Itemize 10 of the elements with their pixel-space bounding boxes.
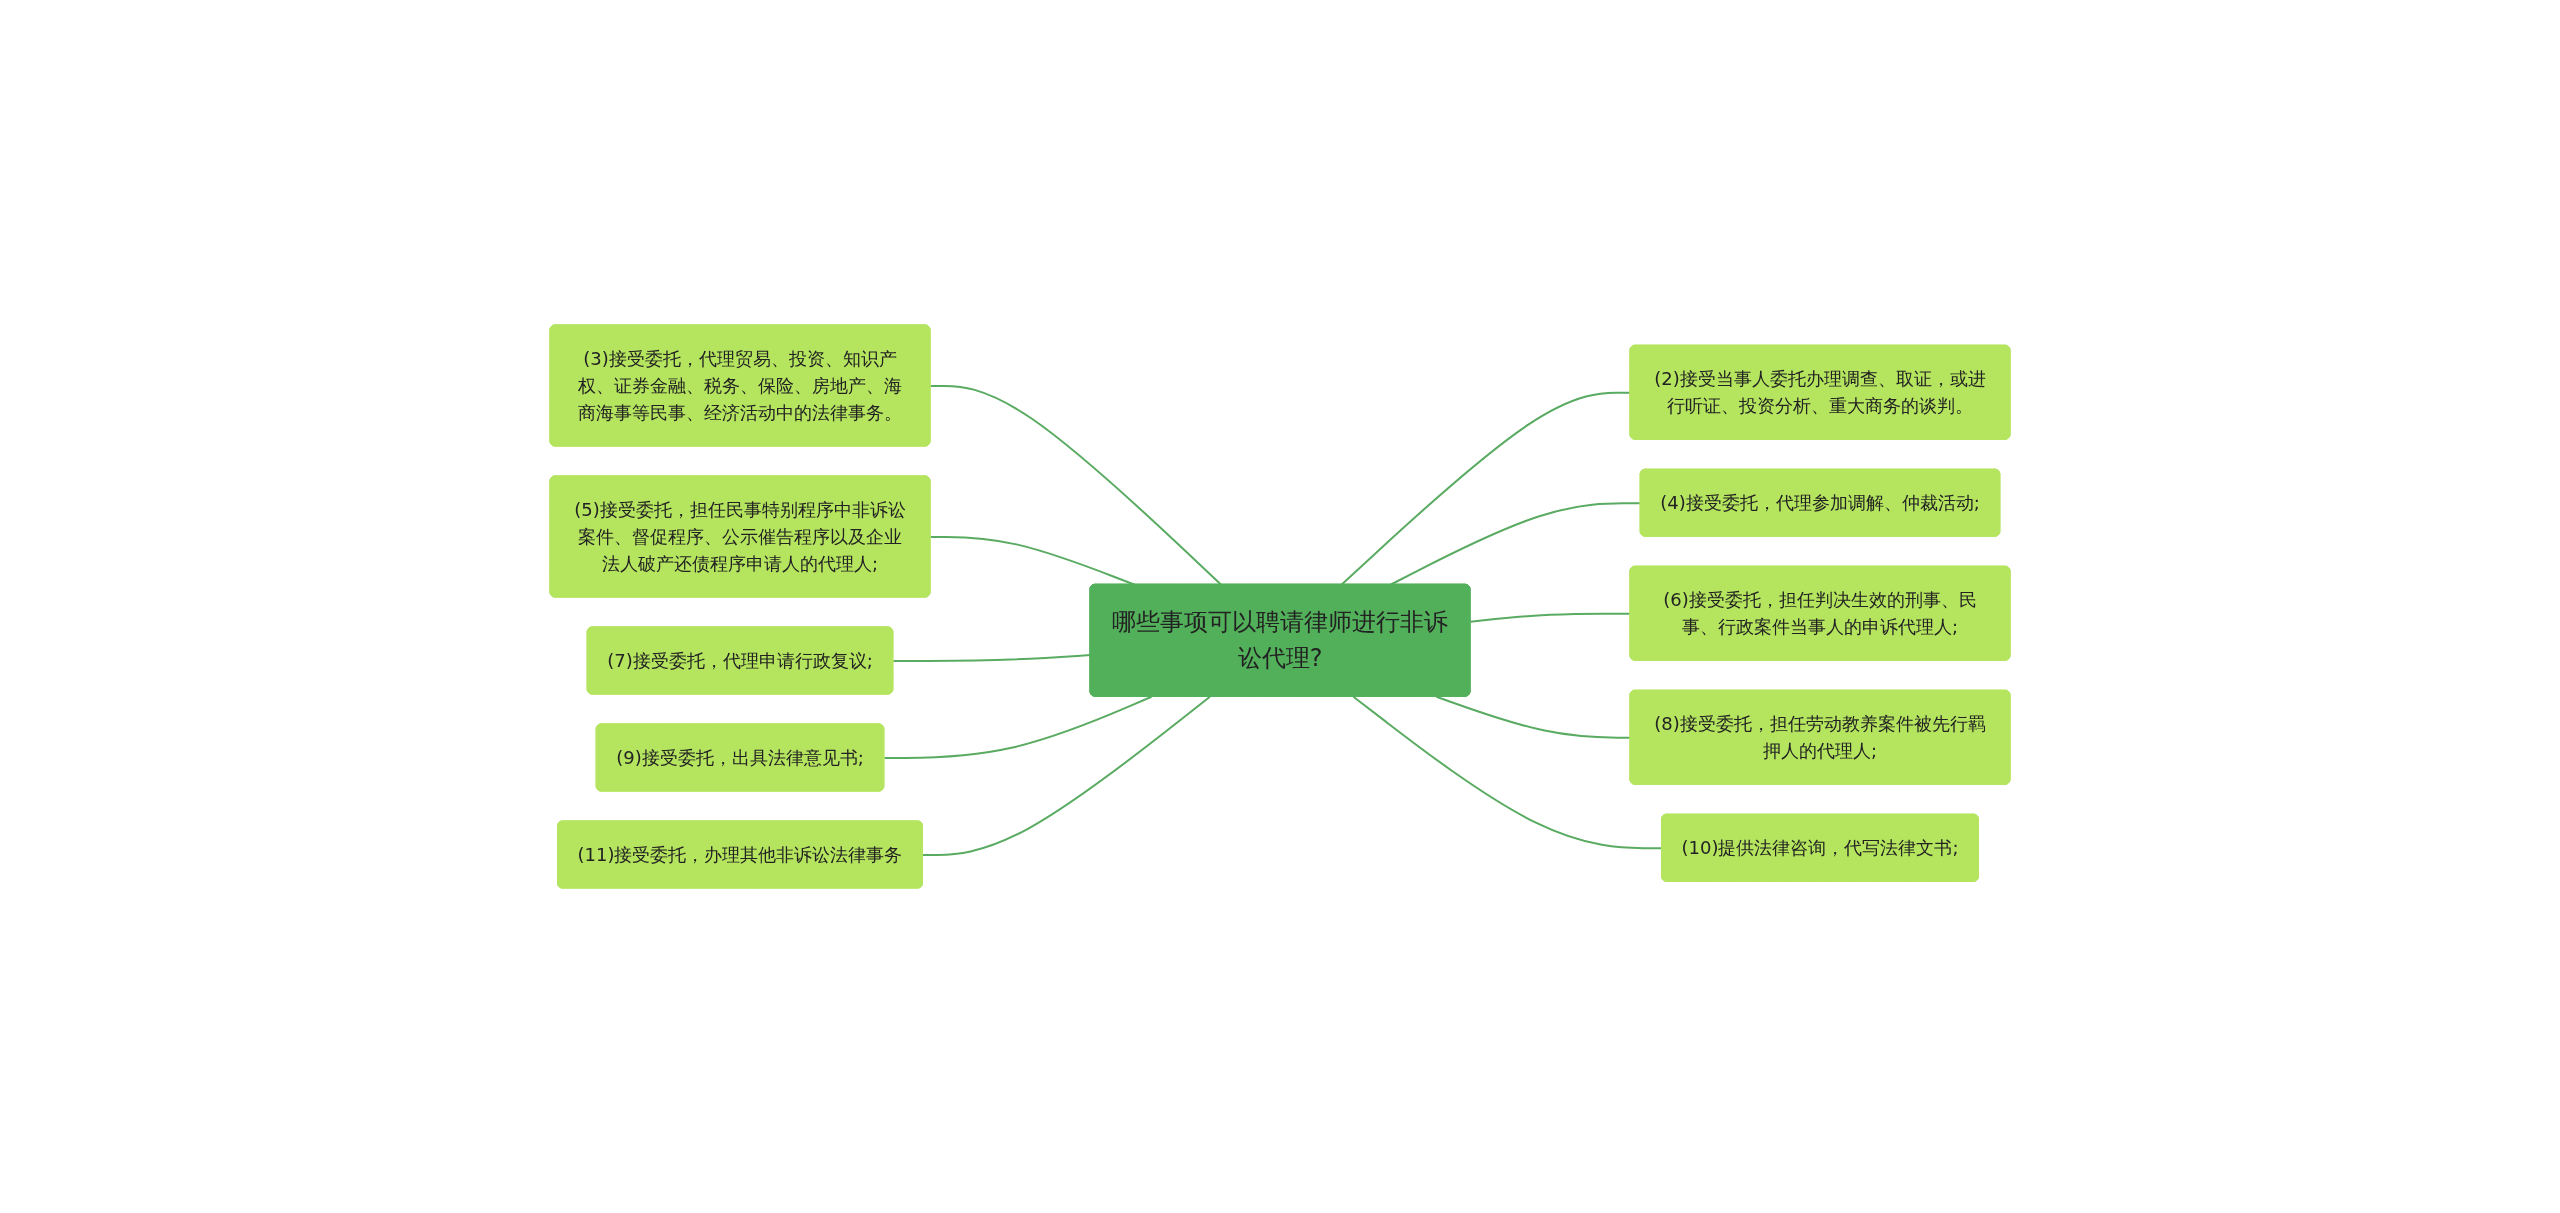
connector xyxy=(1389,502,1642,586)
connector xyxy=(1340,391,1632,586)
connector xyxy=(1352,695,1663,850)
connector xyxy=(922,695,1211,856)
connector xyxy=(929,384,1223,586)
connector xyxy=(1469,612,1632,623)
connector xyxy=(883,695,1153,759)
connector xyxy=(929,535,1136,586)
connector xyxy=(892,654,1092,662)
connector xyxy=(1435,695,1632,739)
